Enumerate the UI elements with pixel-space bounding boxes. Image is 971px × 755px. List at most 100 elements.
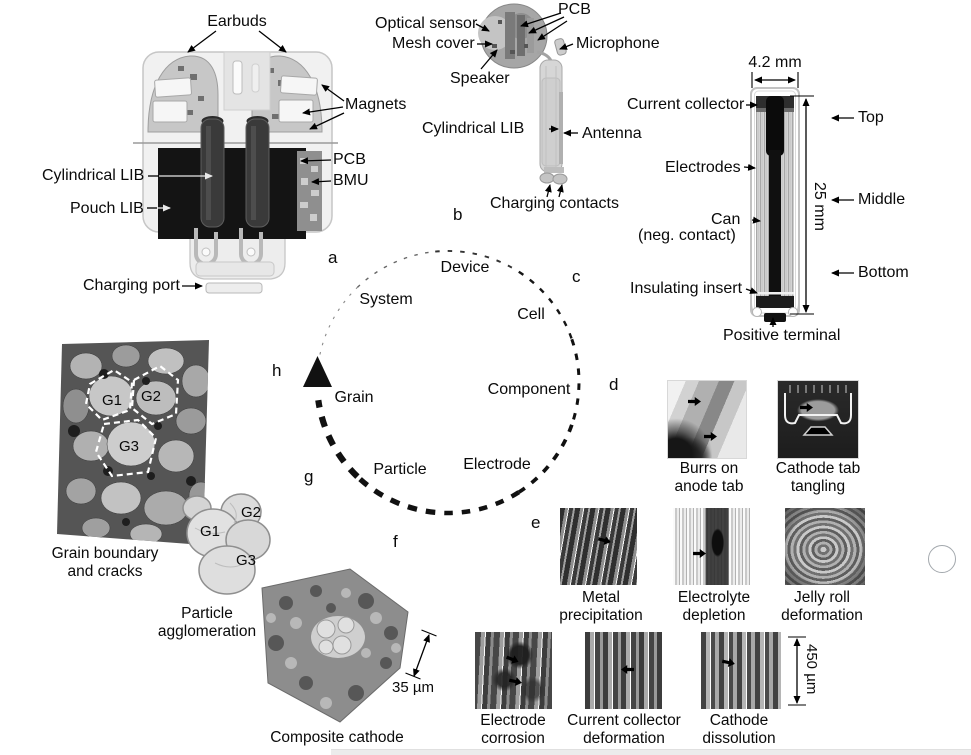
grain-boundary-image xyxy=(57,340,209,545)
caption-metal-line1: Metal xyxy=(582,589,620,606)
grain-caption-line2: and cracks xyxy=(67,562,143,580)
cylindrical-cell-xray-image xyxy=(750,87,800,322)
cycle-stage-device: Device xyxy=(440,259,490,276)
panel-letter-b: b xyxy=(453,205,463,224)
caption-electrolyte-line2: depletion xyxy=(682,606,746,624)
caption-burrs-line2: anode tab xyxy=(674,477,744,495)
label-pcb-b: PCB xyxy=(558,1,591,18)
current-collector-deformation-image xyxy=(585,632,662,709)
grain-caption-line1: Grain boundary xyxy=(51,545,159,562)
caption-dissolution-line2: dissolution xyxy=(702,729,776,747)
caption-collector: Current collector deformation xyxy=(567,712,681,747)
label-cell-middle: Middle xyxy=(858,191,906,208)
jelly-roll-deformation-image xyxy=(785,508,865,585)
caption-collector-line1: Current collector xyxy=(567,712,681,729)
particle-caption-line1: Particle xyxy=(181,605,233,622)
label-cell-height: 25 mm xyxy=(811,182,828,231)
burrs-anode-tab-image xyxy=(668,381,746,458)
label-charging-contacts: Charging contacts xyxy=(490,195,619,212)
label-earbuds: Earbuds xyxy=(207,13,267,30)
particle-label-g2: G2 xyxy=(240,504,262,521)
overlay-circle-widget xyxy=(928,545,956,573)
bottom-strip xyxy=(331,749,971,755)
label-pcb-a: PCB xyxy=(333,151,366,168)
caption-corrosion: Electrode corrosion xyxy=(480,712,545,747)
caption-metal-line2: precipitation xyxy=(559,606,643,624)
label-optical-sensor: Optical sensor xyxy=(375,15,478,32)
defect-arrow-icon xyxy=(688,397,701,406)
cycle-stage-cell: Cell xyxy=(517,306,545,323)
cathode-dissolution-image xyxy=(701,632,781,709)
label-charging-port: Charging port xyxy=(83,277,180,294)
label-microphone: Microphone xyxy=(576,35,660,52)
panel-letter-g: g xyxy=(304,467,314,486)
label-speaker: Speaker xyxy=(450,70,510,87)
panel-letter-e: e xyxy=(531,513,541,532)
label-mesh-cover: Mesh cover xyxy=(392,35,475,52)
grain-caption: Grain boundary and cracks xyxy=(52,545,159,580)
grain-label-g1: G1 xyxy=(101,392,123,409)
composite-cathode-image xyxy=(261,568,409,723)
panel-letter-a: a xyxy=(328,248,338,267)
caption-electrolyte-line1: Electrolyte xyxy=(677,589,751,606)
label-positive-terminal: Positive terminal xyxy=(723,327,841,344)
cathode-scale-label: 35 µm xyxy=(392,679,434,696)
defect-arrow-icon xyxy=(800,403,813,412)
electrolyte-depletion-image xyxy=(673,508,750,585)
metal-precipitation-image xyxy=(560,508,637,585)
defect-scale-label: 450 µm xyxy=(803,644,820,695)
label-electrodes: Electrodes xyxy=(665,159,741,176)
defect-arrow-icon xyxy=(704,432,717,441)
label-cylindrical-lib-b: Cylindrical LIB xyxy=(422,120,525,137)
crimp-outline-overlay xyxy=(784,385,852,436)
grain-label-g2: G2 xyxy=(140,388,162,405)
particle-caption: Particle agglomeration xyxy=(158,605,256,640)
caption-tangling-line1: Cathode tab xyxy=(775,460,861,477)
caption-collector-line2: deformation xyxy=(583,729,665,747)
cycle-stage-particle: Particle xyxy=(373,461,427,478)
label-insulating-insert: Insulating insert xyxy=(630,280,743,297)
cycle-arrowhead-icon xyxy=(303,356,332,387)
caption-corrosion-line1: Electrode xyxy=(480,712,546,729)
electrode-corrosion-image xyxy=(475,632,552,709)
particle-label-g1: G1 xyxy=(199,523,221,540)
caption-electrolyte: Electrolyte depletion xyxy=(678,589,750,624)
cycle-stage-system: System xyxy=(359,291,413,308)
cycle-stage-component: Component xyxy=(487,381,571,398)
caption-tangling: Cathode tab tangling xyxy=(776,460,860,495)
caption-dissolution: Cathode dissolution xyxy=(702,712,775,747)
cycle-stage-grain: Grain xyxy=(334,389,374,406)
caption-burrs: Burrs on anode tab xyxy=(675,460,744,495)
label-can-neg-contact: (neg. contact) xyxy=(638,227,736,244)
particle-agglomeration-image xyxy=(182,493,271,595)
scale-cycle-diagram xyxy=(303,250,581,516)
cycle-stage-electrode: Electrode xyxy=(463,456,531,473)
defect-arrow-icon xyxy=(693,549,706,558)
label-antenna: Antenna xyxy=(582,125,642,142)
charging-case-xray-image xyxy=(133,51,338,294)
label-magnets: Magnets xyxy=(345,96,407,113)
panel-letter-h: h xyxy=(272,361,282,380)
caption-jelly-line2: deformation xyxy=(781,606,863,624)
label-current-collector: Current collector xyxy=(627,96,745,113)
panel-letter-f: f xyxy=(393,532,398,551)
cathode-tab-tangling-image xyxy=(778,381,858,458)
label-bmu: BMU xyxy=(333,172,369,189)
grain-outline-overlay xyxy=(84,364,180,478)
particle-caption-line2: agglomeration xyxy=(157,622,257,640)
caption-metal: Metal precipitation xyxy=(559,589,643,624)
label-cell-top: Top xyxy=(858,109,884,126)
label-cell-diameter: 4.2 mm xyxy=(748,54,802,71)
caption-jelly-line1: Jelly roll xyxy=(794,589,850,606)
caption-dissolution-line1: Cathode xyxy=(709,712,769,729)
panel-letter-d: d xyxy=(609,375,619,394)
label-cell-bottom: Bottom xyxy=(858,264,909,281)
particle-label-g3: G3 xyxy=(235,552,257,569)
cathode-caption: Composite cathode xyxy=(270,729,404,746)
caption-jelly: Jelly roll deformation xyxy=(781,589,863,624)
panel-letter-c: c xyxy=(572,267,581,286)
label-can: Can xyxy=(711,211,741,228)
caption-corrosion-line2: corrosion xyxy=(481,729,545,747)
